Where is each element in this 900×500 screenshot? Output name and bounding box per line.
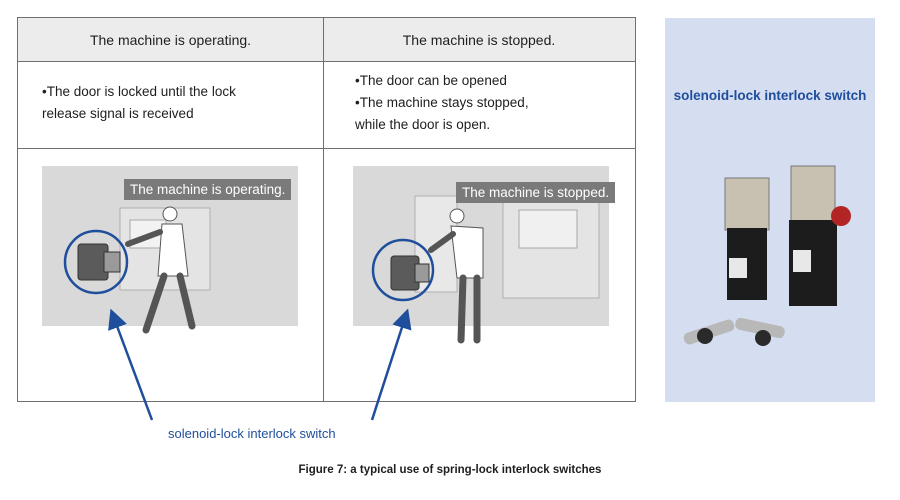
description-operating: •The door is locked until the lock relea… (42, 81, 312, 125)
switch-head (724, 177, 770, 231)
worker-arm (125, 229, 163, 247)
machine-window (518, 209, 578, 249)
actuator-rubber (697, 328, 713, 344)
release-knob (831, 206, 851, 226)
description-line: •The door is locked until the lock (42, 84, 236, 99)
worker-leg (457, 274, 467, 344)
header-stopped: The machine is stopped. (323, 18, 635, 62)
row-divider (18, 148, 635, 149)
stopped-illustration (353, 166, 609, 360)
actuator-key (735, 317, 785, 339)
header-operating: The machine is operating. (18, 18, 323, 62)
switch-head (790, 165, 836, 223)
worker-head (449, 208, 465, 224)
worker-arm (428, 231, 456, 253)
column-divider (323, 18, 324, 401)
actuator-rubber (755, 330, 771, 346)
description-line: release signal is received (42, 106, 194, 121)
description-line: •The door can be opened (355, 73, 507, 88)
worker-leg (176, 272, 196, 330)
worker-head (162, 206, 178, 222)
scene-stopped: The machine is stopped. (353, 148, 616, 360)
switch-label (729, 258, 747, 278)
switch-actuator (414, 263, 430, 283)
product-panel-title: solenoid-lock interlock switch (673, 88, 867, 103)
worker-body (157, 223, 189, 277)
description-stopped: •The door can be opened •The machine sta… (355, 70, 625, 136)
switch-actuator (103, 251, 121, 273)
scene-operating: The machine is operating. (42, 148, 298, 360)
product-photo (683, 165, 851, 346)
callout-label: solenoid-lock interlock switch (168, 426, 336, 441)
description-line: •The machine stays stopped, (355, 95, 529, 110)
product-panel: solenoid-lock interlock switch (665, 18, 875, 402)
switch-highlight-circle (63, 229, 129, 295)
switch-highlight-circle (371, 238, 435, 302)
description-line: while the door is open. (355, 117, 491, 132)
worker-body (450, 225, 484, 279)
floor (42, 326, 298, 360)
scene-label-stopped: The machine is stopped. (456, 182, 616, 203)
figure-caption: Figure 7: a typical use of spring-lock i… (298, 464, 602, 476)
comparison-table: The machine is operating. The machine is… (17, 17, 636, 402)
floor (353, 326, 609, 360)
scene-label-operating: The machine is operating. (124, 179, 292, 200)
switch-label (793, 250, 811, 272)
